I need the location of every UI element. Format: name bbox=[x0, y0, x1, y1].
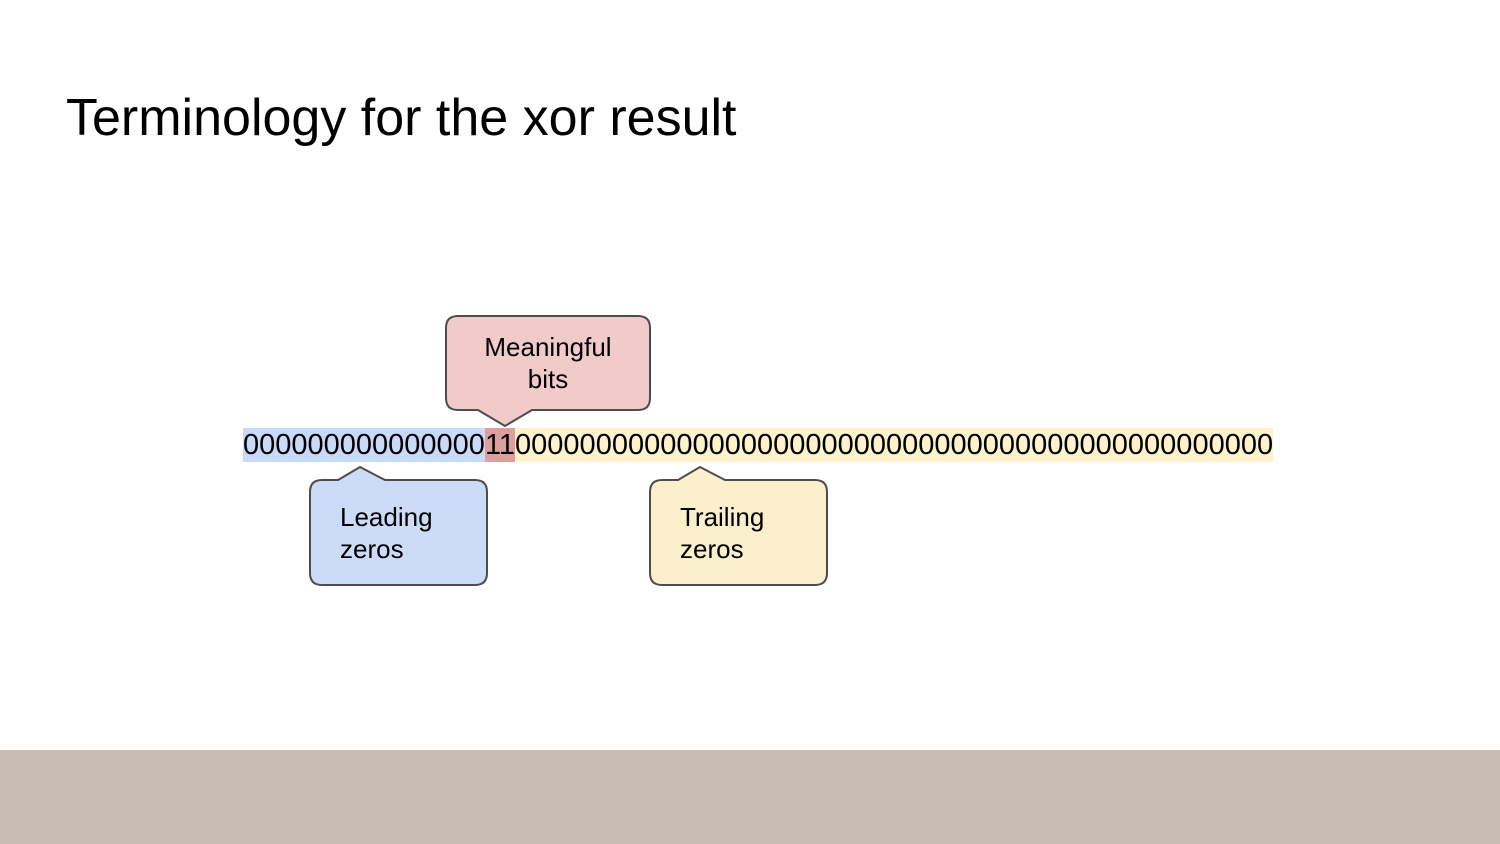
leading-zeros-run: 000000000000000 bbox=[243, 428, 485, 462]
trailing-zeros-run: 0000000000000000000000000000000000000000… bbox=[515, 428, 1274, 462]
xor-bitstring: 0000000000000001100000000000000000000000… bbox=[243, 428, 1274, 462]
trailing-zeros-label-line2: zeros bbox=[680, 533, 744, 564]
footer-band bbox=[0, 750, 1500, 844]
meaningful-bits-callout-shape bbox=[445, 315, 651, 427]
leading-zeros-callout-shape bbox=[309, 466, 488, 586]
leading-zeros-callout: Leading zeros bbox=[308, 465, 489, 587]
leading-zeros-label-line2: zeros bbox=[340, 533, 404, 564]
trailing-zeros-label-line1: Trailing bbox=[680, 501, 765, 532]
meaningful-bits-label-line2: bits bbox=[527, 364, 569, 394]
trailing-zeros-callout-shape bbox=[649, 466, 828, 586]
slide-title: Terminology for the xor result bbox=[66, 89, 737, 147]
meaningful-bits-label-line1: Meaningful bbox=[484, 332, 612, 362]
meaningful-bits-callout: Meaningful bits bbox=[444, 314, 652, 430]
trailing-zeros-callout: Trailing zeros bbox=[648, 465, 829, 587]
leading-zeros-label-line1: Leading bbox=[340, 501, 433, 532]
meaningful-bits-run: 11 bbox=[484, 428, 516, 462]
